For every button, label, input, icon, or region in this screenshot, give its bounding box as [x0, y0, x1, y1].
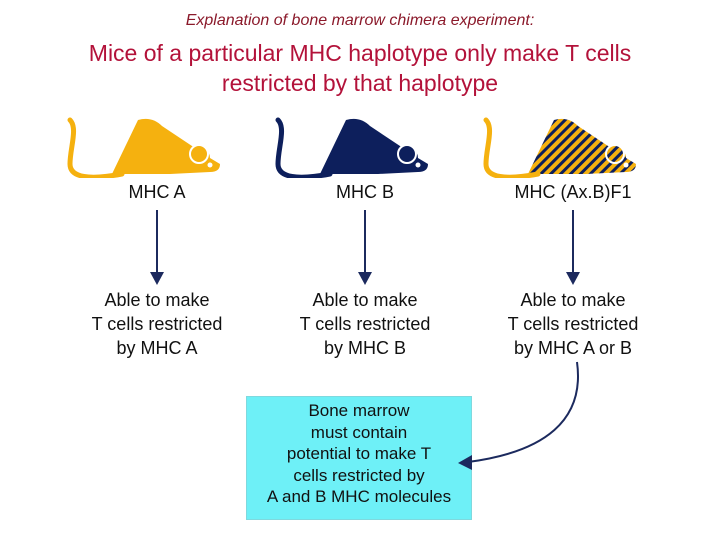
down-arrow-f1 [566, 210, 580, 285]
result-text-f1: Able to make T cells restricted by MHC A… [478, 288, 668, 360]
result-text-a: Able to make T cells restricted by MHC A [62, 288, 252, 360]
result-b-line-3: by MHC B [323, 338, 406, 358]
column-label-mhc-a: MHC A [128, 182, 186, 202]
title-line-1: Mice of a particular MHC haplotype only … [88, 40, 632, 66]
result-f1-line-3: by MHC A or B [513, 338, 633, 358]
diagram-title: Mice of a particular MHC haplotype only … [20, 38, 700, 98]
result-b-line-2: T cells restricted [299, 314, 431, 334]
conclusion-line-5: A and B MHC molecules [266, 487, 452, 506]
down-arrow-a [150, 210, 164, 285]
result-a-line-2: T cells restricted [91, 314, 223, 334]
result-b-line-1: Able to make [312, 290, 418, 310]
result-f1-line-1: Able to make [520, 290, 626, 310]
result-f1-line-2: T cells restricted [507, 314, 639, 334]
column-label-mhc-b: MHC B [336, 182, 394, 202]
mouse-a-icon [67, 117, 220, 178]
conclusion-line-2: must contain [310, 422, 408, 442]
result-a-line-3: by MHC A [116, 338, 198, 358]
conclusion-line-1: Bone marrow [308, 401, 410, 420]
down-arrow-b [358, 210, 372, 285]
result-a-line-1: Able to make [104, 290, 210, 310]
title-line-2: restricted by that haplotype [221, 70, 499, 96]
result-text-b: Able to make T cells restricted by MHC B [270, 288, 460, 360]
mouse-f1-icon [483, 117, 636, 178]
conclusion-line-3: potential to make T [286, 444, 432, 463]
conclusion-line-4: cells restricted by [293, 465, 425, 485]
diagram-subtitle: Explanation of bone marrow chimera exper… [185, 12, 535, 29]
conclusion-box: Bone marrow must contain potential to ma… [246, 396, 472, 520]
column-label-mhc-f1: MHC (Ax.B)F1 [514, 182, 632, 202]
mouse-b-icon [275, 117, 428, 178]
